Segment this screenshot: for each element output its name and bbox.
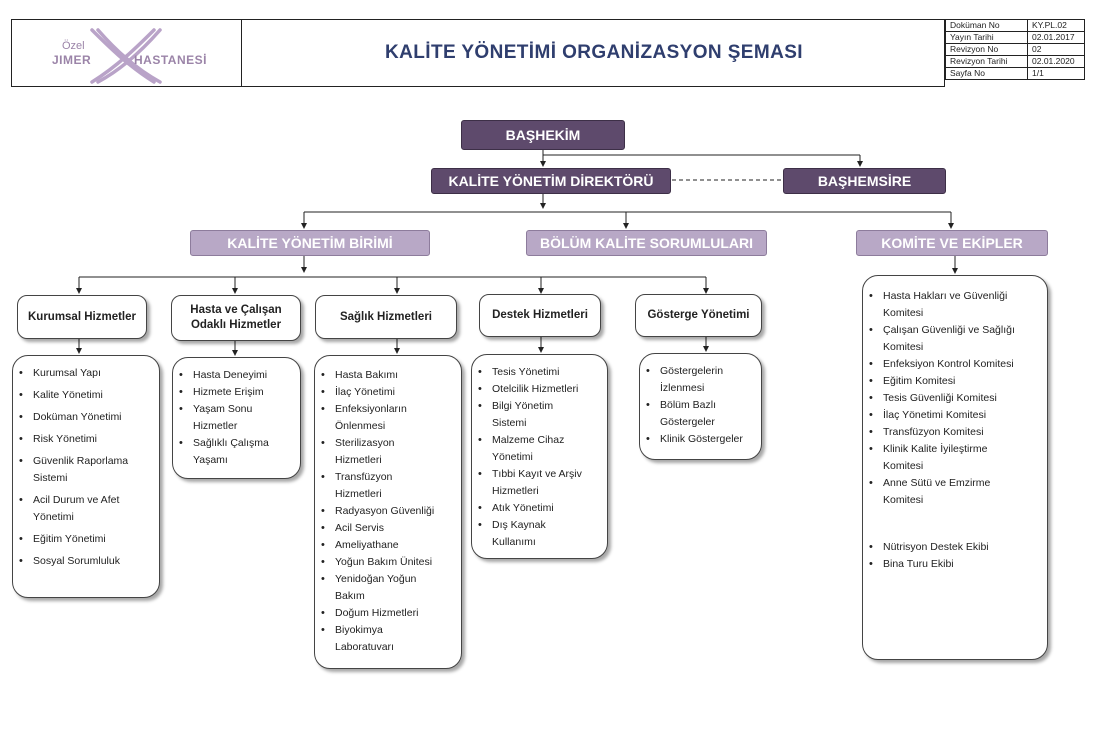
list-item: Hizmete Erişim bbox=[173, 384, 300, 401]
meta-key: Sayfa No bbox=[945, 67, 1028, 80]
list-kurumsal-hizmetler: Kurumsal Yapı Kalite Yönetimi Doküman Yö… bbox=[12, 355, 160, 598]
list-item: Yaşam Sonu Hizmetler bbox=[173, 401, 300, 435]
meta-value: 02 bbox=[1027, 43, 1085, 56]
list-item: Malzeme Cihaz Yönetimi bbox=[472, 432, 607, 466]
list-item: Atık Yönetimi bbox=[472, 500, 607, 517]
meta-value: 1/1 bbox=[1027, 67, 1085, 80]
list-item: Transfüzyon Komitesi bbox=[863, 424, 1047, 441]
dept-hasta-calisan-odakli-hizmetler: Hasta ve Çalışan Odaklı Hizmetler bbox=[171, 295, 301, 341]
list-item: Yoğun Bakım Ünitesi bbox=[315, 554, 461, 571]
node-bolum-kalite-sorumlulari: BÖLÜM KALİTE SORUMLULARI bbox=[526, 230, 767, 256]
node-kalite-yonetim-direktoru: KALİTE YÖNETİM DİREKTÖRÜ bbox=[431, 168, 671, 194]
list-item: Tesis Güvenliği Komitesi bbox=[863, 390, 1047, 407]
meta-key: Doküman No bbox=[945, 19, 1028, 32]
list-item: Eğitim Komitesi bbox=[863, 373, 1047, 390]
list-item: Bina Turu Ekibi bbox=[863, 556, 1047, 573]
meta-value: 02.01.2017 bbox=[1027, 31, 1085, 44]
list-item: Anne Sütü ve Emzirme Komitesi bbox=[863, 475, 1047, 509]
list-item: Enfeksiyon Kontrol Komitesi bbox=[863, 356, 1047, 373]
dept-saglik-hizmetleri: Sağlık Hizmetleri bbox=[315, 295, 457, 339]
list-item: Dış Kaynak Kullanımı bbox=[472, 517, 607, 551]
node-bashekim: BAŞHEKİM bbox=[461, 120, 625, 150]
list-item: Tesis Yönetimi bbox=[472, 364, 607, 381]
list-komite-ve-ekipler: Hasta Hakları ve Güvenliği Komitesi Çalı… bbox=[862, 275, 1048, 660]
list-item: Bölüm Bazlı Göstergeler bbox=[640, 397, 761, 431]
list-item: Acil Durum ve Afet Yönetimi bbox=[13, 492, 159, 526]
list-item: Kalite Yönetimi bbox=[13, 387, 159, 404]
list-item: Çalışan Güvenliği ve Sağlığı Komitesi bbox=[863, 322, 1047, 356]
meta-value: 02.01.2020 bbox=[1027, 55, 1085, 68]
list-item: Transfüzyon Hizmetleri bbox=[315, 469, 461, 503]
hospital-logo: Özel JIMER HASTANESİ bbox=[12, 20, 242, 86]
list-item: Enfeksiyonların Önlenmesi bbox=[315, 401, 461, 435]
list-item: Otelcilik Hizmetleri bbox=[472, 381, 607, 398]
logo-ozel-text: Özel bbox=[62, 40, 85, 52]
list-item: Sosyal Sorumluluk bbox=[13, 553, 159, 570]
logo-hastanesi-text: HASTANESİ bbox=[134, 53, 207, 67]
page-title: KALİTE YÖNETİMİ ORGANİZASYON ŞEMASI bbox=[385, 42, 803, 63]
list-item: Risk Yönetimi bbox=[13, 431, 159, 448]
list-item: Doküman Yönetimi bbox=[13, 409, 159, 426]
logo-x-mark-icon bbox=[90, 28, 162, 84]
list-item: Hasta Hakları ve Güvenliği Komitesi bbox=[863, 288, 1047, 322]
logo-jimer-text: JIMER bbox=[52, 53, 92, 67]
list-item: Tıbbi Kayıt ve Arşiv Hizmetleri bbox=[472, 466, 607, 500]
meta-key: Revizyon Tarihi bbox=[945, 55, 1028, 68]
list-item: Doğum Hizmetleri bbox=[315, 605, 461, 622]
list-gosterge-yonetimi: Göstergelerin İzlenmesi Bölüm Bazlı Göst… bbox=[639, 353, 762, 460]
document-header: Özel JIMER HASTANESİ KALİTE YÖNETİMİ ORG… bbox=[11, 19, 945, 87]
list-item: Hasta Bakımı bbox=[315, 367, 461, 384]
meta-value: KY.PL.02 bbox=[1027, 19, 1085, 32]
list-item: Güvenlik Raporlama Sistemi bbox=[13, 453, 159, 487]
meta-key: Revizyon No bbox=[945, 43, 1028, 56]
list-item: Acil Servis bbox=[315, 520, 461, 537]
dept-destek-hizmetleri: Destek Hizmetleri bbox=[479, 294, 601, 337]
list-item: Hasta Deneyimi bbox=[173, 367, 300, 384]
list-item: Klinik Göstergeler bbox=[640, 431, 761, 448]
node-komite-ve-ekipler: KOMİTE VE EKİPLER bbox=[856, 230, 1048, 256]
list-item: Kurumsal Yapı bbox=[13, 365, 159, 382]
list-item: İlaç Yönetimi bbox=[315, 384, 461, 401]
list-hasta-calisan-hizmetler: Hasta Deneyimi Hizmete Erişim Yaşam Sonu… bbox=[172, 357, 301, 479]
meta-key: Yayın Tarihi bbox=[945, 31, 1028, 44]
list-item: Klinik Kalite İyileştirme Komitesi bbox=[863, 441, 1047, 475]
list-item: Sağlıklı Çalışma Yaşamı bbox=[173, 435, 300, 469]
list-item: Biyokimya Laboratuvarı bbox=[315, 622, 461, 656]
list-item: Bilgi Yönetim Sistemi bbox=[472, 398, 607, 432]
list-item: Radyasyon Güvenliği bbox=[315, 503, 461, 520]
dept-kurumsal-hizmetler: Kurumsal Hizmetler bbox=[17, 295, 147, 339]
list-destek-hizmetleri: Tesis Yönetimi Otelcilik Hizmetleri Bilg… bbox=[471, 354, 608, 559]
list-item: Yenidoğan Yoğun Bakım bbox=[315, 571, 461, 605]
list-item: Sterilizasyon Hizmetleri bbox=[315, 435, 461, 469]
list-saglik-hizmetleri: Hasta Bakımı İlaç Yönetimi Enfeksiyonlar… bbox=[314, 355, 462, 669]
list-item: İlaç Yönetimi Komitesi bbox=[863, 407, 1047, 424]
list-item: Nütrisyon Destek Ekibi bbox=[863, 539, 1047, 556]
list-item: Eğitim Yönetimi bbox=[13, 531, 159, 548]
node-bashemsire: BAŞHEMSİRE bbox=[783, 168, 946, 194]
list-item: Ameliyathane bbox=[315, 537, 461, 554]
node-kalite-yonetim-birimi: KALİTE YÖNETİM BİRİMİ bbox=[190, 230, 430, 256]
dept-gosterge-yonetimi: Gösterge Yönetimi bbox=[635, 294, 762, 337]
list-item: Göstergelerin İzlenmesi bbox=[640, 363, 761, 397]
